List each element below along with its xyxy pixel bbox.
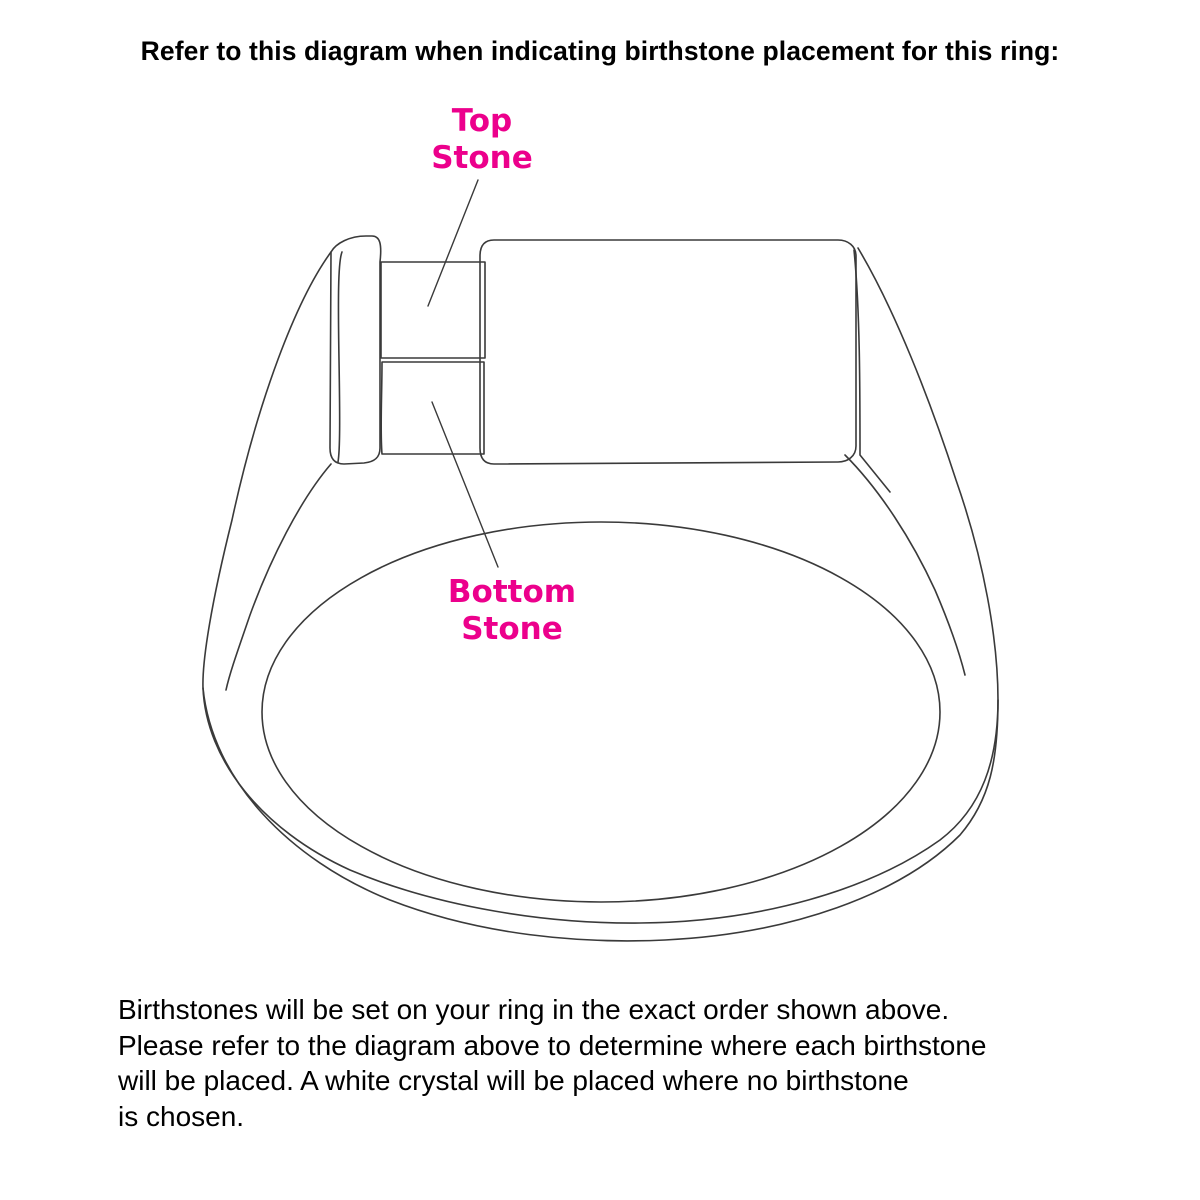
- top-stone-leader-line: [427, 179, 479, 307]
- ring-band-lower-edge: [202, 687, 999, 942]
- bottom-stone-leader-line: [431, 401, 499, 568]
- ring-inner-opening: [261, 521, 941, 903]
- instructions-line-2: Please refer to the diagram above to det…: [118, 1029, 987, 1061]
- placement-instructions: Birthstones will be set on your ring in …: [118, 992, 1178, 1134]
- instructions-line-1: Birthstones will be set on your ring in …: [118, 994, 950, 1025]
- ring-right-shoulder: [844, 454, 966, 676]
- instructions-line-3: will be placed. A white crystal will be …: [118, 1065, 909, 1096]
- top-stone-callout: Top Stone: [404, 103, 560, 177]
- top-stone-callout-line-1: Top: [451, 103, 513, 139]
- ring-left-shoulder: [225, 463, 332, 691]
- ring-left-bezel-inner: [337, 251, 343, 463]
- ring-left-bezel: [329, 235, 382, 465]
- bottom-stone-callout: Bottom Stone: [412, 574, 612, 648]
- instructions-line-4: is chosen.: [118, 1100, 245, 1132]
- top-stone-setting: [380, 261, 486, 359]
- top-stone-callout-line-2: Stone: [431, 140, 533, 176]
- bottom-stone-callout-line-2: Stone: [461, 611, 563, 647]
- ring-outer-band: [202, 247, 999, 924]
- bottom-stone-callout-line-1: Bottom: [447, 574, 577, 610]
- ring-head-right-edge: [853, 249, 891, 493]
- bottom-stone-setting: [380, 361, 485, 455]
- ring-signet-plate: [479, 239, 857, 465]
- page-heading: Refer to this diagram when indicating bi…: [140, 36, 1060, 66]
